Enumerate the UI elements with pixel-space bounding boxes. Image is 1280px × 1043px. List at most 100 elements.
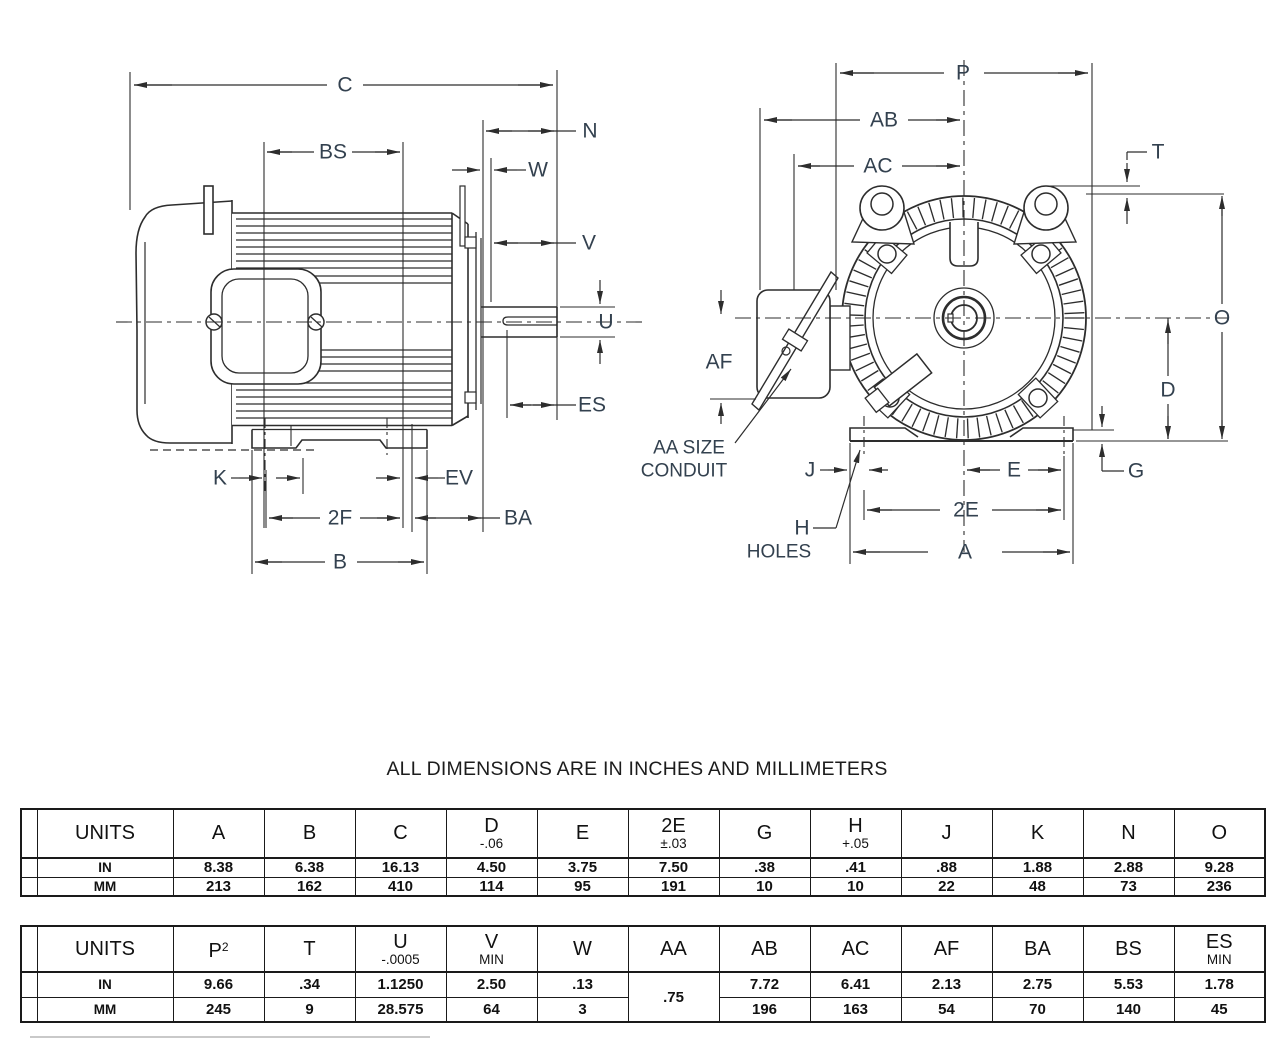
dim-label-HOLES: HOLES — [747, 542, 811, 563]
partial-next-table-edge — [30, 1036, 430, 1038]
spacer-cell — [20, 971, 38, 998]
col-header-AC: AC — [809, 925, 902, 973]
col-header-N: N — [1082, 808, 1175, 859]
table-cell: 114 — [445, 876, 538, 897]
end-view: P AB AC T O D G AF J E 2E A H HOLES AA S… — [641, 60, 1230, 564]
dim-label-C: C — [337, 74, 352, 97]
row-label: MM — [36, 996, 174, 1023]
table-cell: 245 — [172, 996, 265, 1023]
col-header-K: K — [991, 808, 1084, 859]
col-header-C: C — [354, 808, 447, 859]
table-cell: .88 — [900, 857, 993, 878]
col-header-U: U-.0005 — [354, 925, 447, 973]
table-cell: 236 — [1173, 876, 1266, 897]
table-cell: 9 — [263, 996, 356, 1023]
col-header-units: UNITS — [36, 808, 174, 859]
table-cell: 2.50 — [445, 971, 538, 998]
mounting-base-end — [849, 416, 1074, 456]
col-header-B: B — [263, 808, 356, 859]
dim-label-B: B — [333, 551, 347, 574]
col-header-BS: BS — [1082, 925, 1175, 973]
col-header-W: W — [536, 925, 629, 973]
dim-label-W: W — [528, 159, 548, 182]
dimension-table-1: UNITS A B C D-.06 E 2E±.03 G H+.05 J K N… — [20, 808, 1266, 897]
table-cell: 5.53 — [1082, 971, 1175, 998]
table-row-mm: MM 245 9 28.575 64 3 196 163 54 70 140 4… — [20, 996, 1266, 1023]
col-header-P: P2 — [172, 925, 265, 973]
col-header-J: J — [900, 808, 993, 859]
end-bracket — [451, 185, 482, 427]
dim-label-T: T — [1152, 141, 1165, 164]
dimension-lines-side — [134, 82, 603, 565]
table-cell: 6.38 — [263, 857, 356, 878]
table-cell: 9.28 — [1173, 857, 1266, 878]
table-cell: 70 — [991, 996, 1084, 1023]
row-label: IN — [36, 971, 174, 998]
col-header-H: H+.05 — [809, 808, 902, 859]
table-cell: 95 — [536, 876, 629, 897]
col-header-2E: 2E±.03 — [627, 808, 720, 859]
table-cell: 10 — [809, 876, 902, 897]
dim-label-ES: ES — [578, 394, 606, 417]
side-view: C BS N W V U ES K EV 2F BA B — [116, 70, 642, 574]
table-row-in: IN 8.38 6.38 16.13 4.50 3.75 7.50 .38 .4… — [20, 857, 1266, 878]
cover-bolt-icon — [781, 328, 809, 352]
table-cell: 6.41 — [809, 971, 902, 998]
dim-label-EV: EV — [445, 467, 473, 490]
dimension-labels-end: P AB AC T O D G AF J E 2E A H HOLES AA S… — [641, 62, 1230, 564]
extension-lines-side — [129, 70, 615, 574]
lifting-lugs — [850, 185, 1078, 245]
table-cell: 2.13 — [900, 971, 993, 998]
table-cell-aa-merged: .75 — [627, 971, 720, 1023]
table-cell: .13 — [536, 971, 629, 998]
dim-label-BS: BS — [319, 141, 347, 164]
table-cell: 54 — [900, 996, 993, 1023]
dim-label-AF: AF — [706, 351, 733, 374]
table-cell: 28.575 — [354, 996, 447, 1023]
col-header-AF: AF — [900, 925, 993, 973]
dim-label-A: A — [958, 541, 972, 564]
col-header-E: E — [536, 808, 629, 859]
table-cell: 22 — [900, 876, 993, 897]
table-cell: 410 — [354, 876, 447, 897]
table-cell: 16.13 — [354, 857, 447, 878]
dim-label-H: H — [794, 517, 809, 540]
dim-label-V: V — [582, 232, 596, 255]
spacer-cell — [20, 876, 38, 897]
col-header-units: UNITS — [36, 925, 174, 973]
drain-plug — [864, 352, 933, 414]
spacer-cell — [20, 808, 38, 859]
row-label: MM — [36, 876, 174, 897]
table-row-in: IN 9.66 .34 1.1250 2.50 .13 .75 7.72 6.4… — [20, 971, 1266, 1023]
table-row-mm: MM 213 162 410 114 95 191 10 10 22 48 73… — [20, 876, 1266, 897]
spacer-cell — [20, 925, 38, 973]
extension-lines-end — [710, 63, 1228, 564]
table-cell: 162 — [263, 876, 356, 897]
table-cell: 45 — [1173, 996, 1266, 1023]
dim-label-J: J — [805, 459, 816, 482]
table-cell: 2.88 — [1082, 857, 1175, 878]
dim-label-P: P — [956, 62, 970, 85]
cover-bolt-icon — [781, 346, 791, 356]
dim-label-U: U — [598, 311, 613, 334]
table-cell: 213 — [172, 876, 265, 897]
table-cell: .38 — [718, 857, 811, 878]
dim-label-N: N — [582, 120, 597, 143]
col-header-D: D-.06 — [445, 808, 538, 859]
col-header-AA: AA — [627, 925, 720, 973]
dim-label-K: K — [213, 467, 227, 490]
table-cell: 9.66 — [172, 971, 265, 998]
dim-label-AB: AB — [870, 109, 898, 132]
table-cell: 73 — [1082, 876, 1175, 897]
table-cell: 1.88 — [991, 857, 1084, 878]
table-cell: 8.38 — [172, 857, 265, 878]
table-cell: 2.75 — [991, 971, 1084, 998]
spacer-cell — [20, 857, 38, 878]
label-aa-size: AA SIZE — [653, 438, 725, 459]
dimension-labels-side: C BS N W V U ES K EV 2F BA B — [213, 74, 614, 574]
dimensions-note: ALL DIMENSIONS ARE IN INCHES AND MILLIME… — [386, 758, 888, 780]
conduit-box-side — [205, 268, 325, 385]
table-cell: 4.50 — [445, 857, 538, 878]
